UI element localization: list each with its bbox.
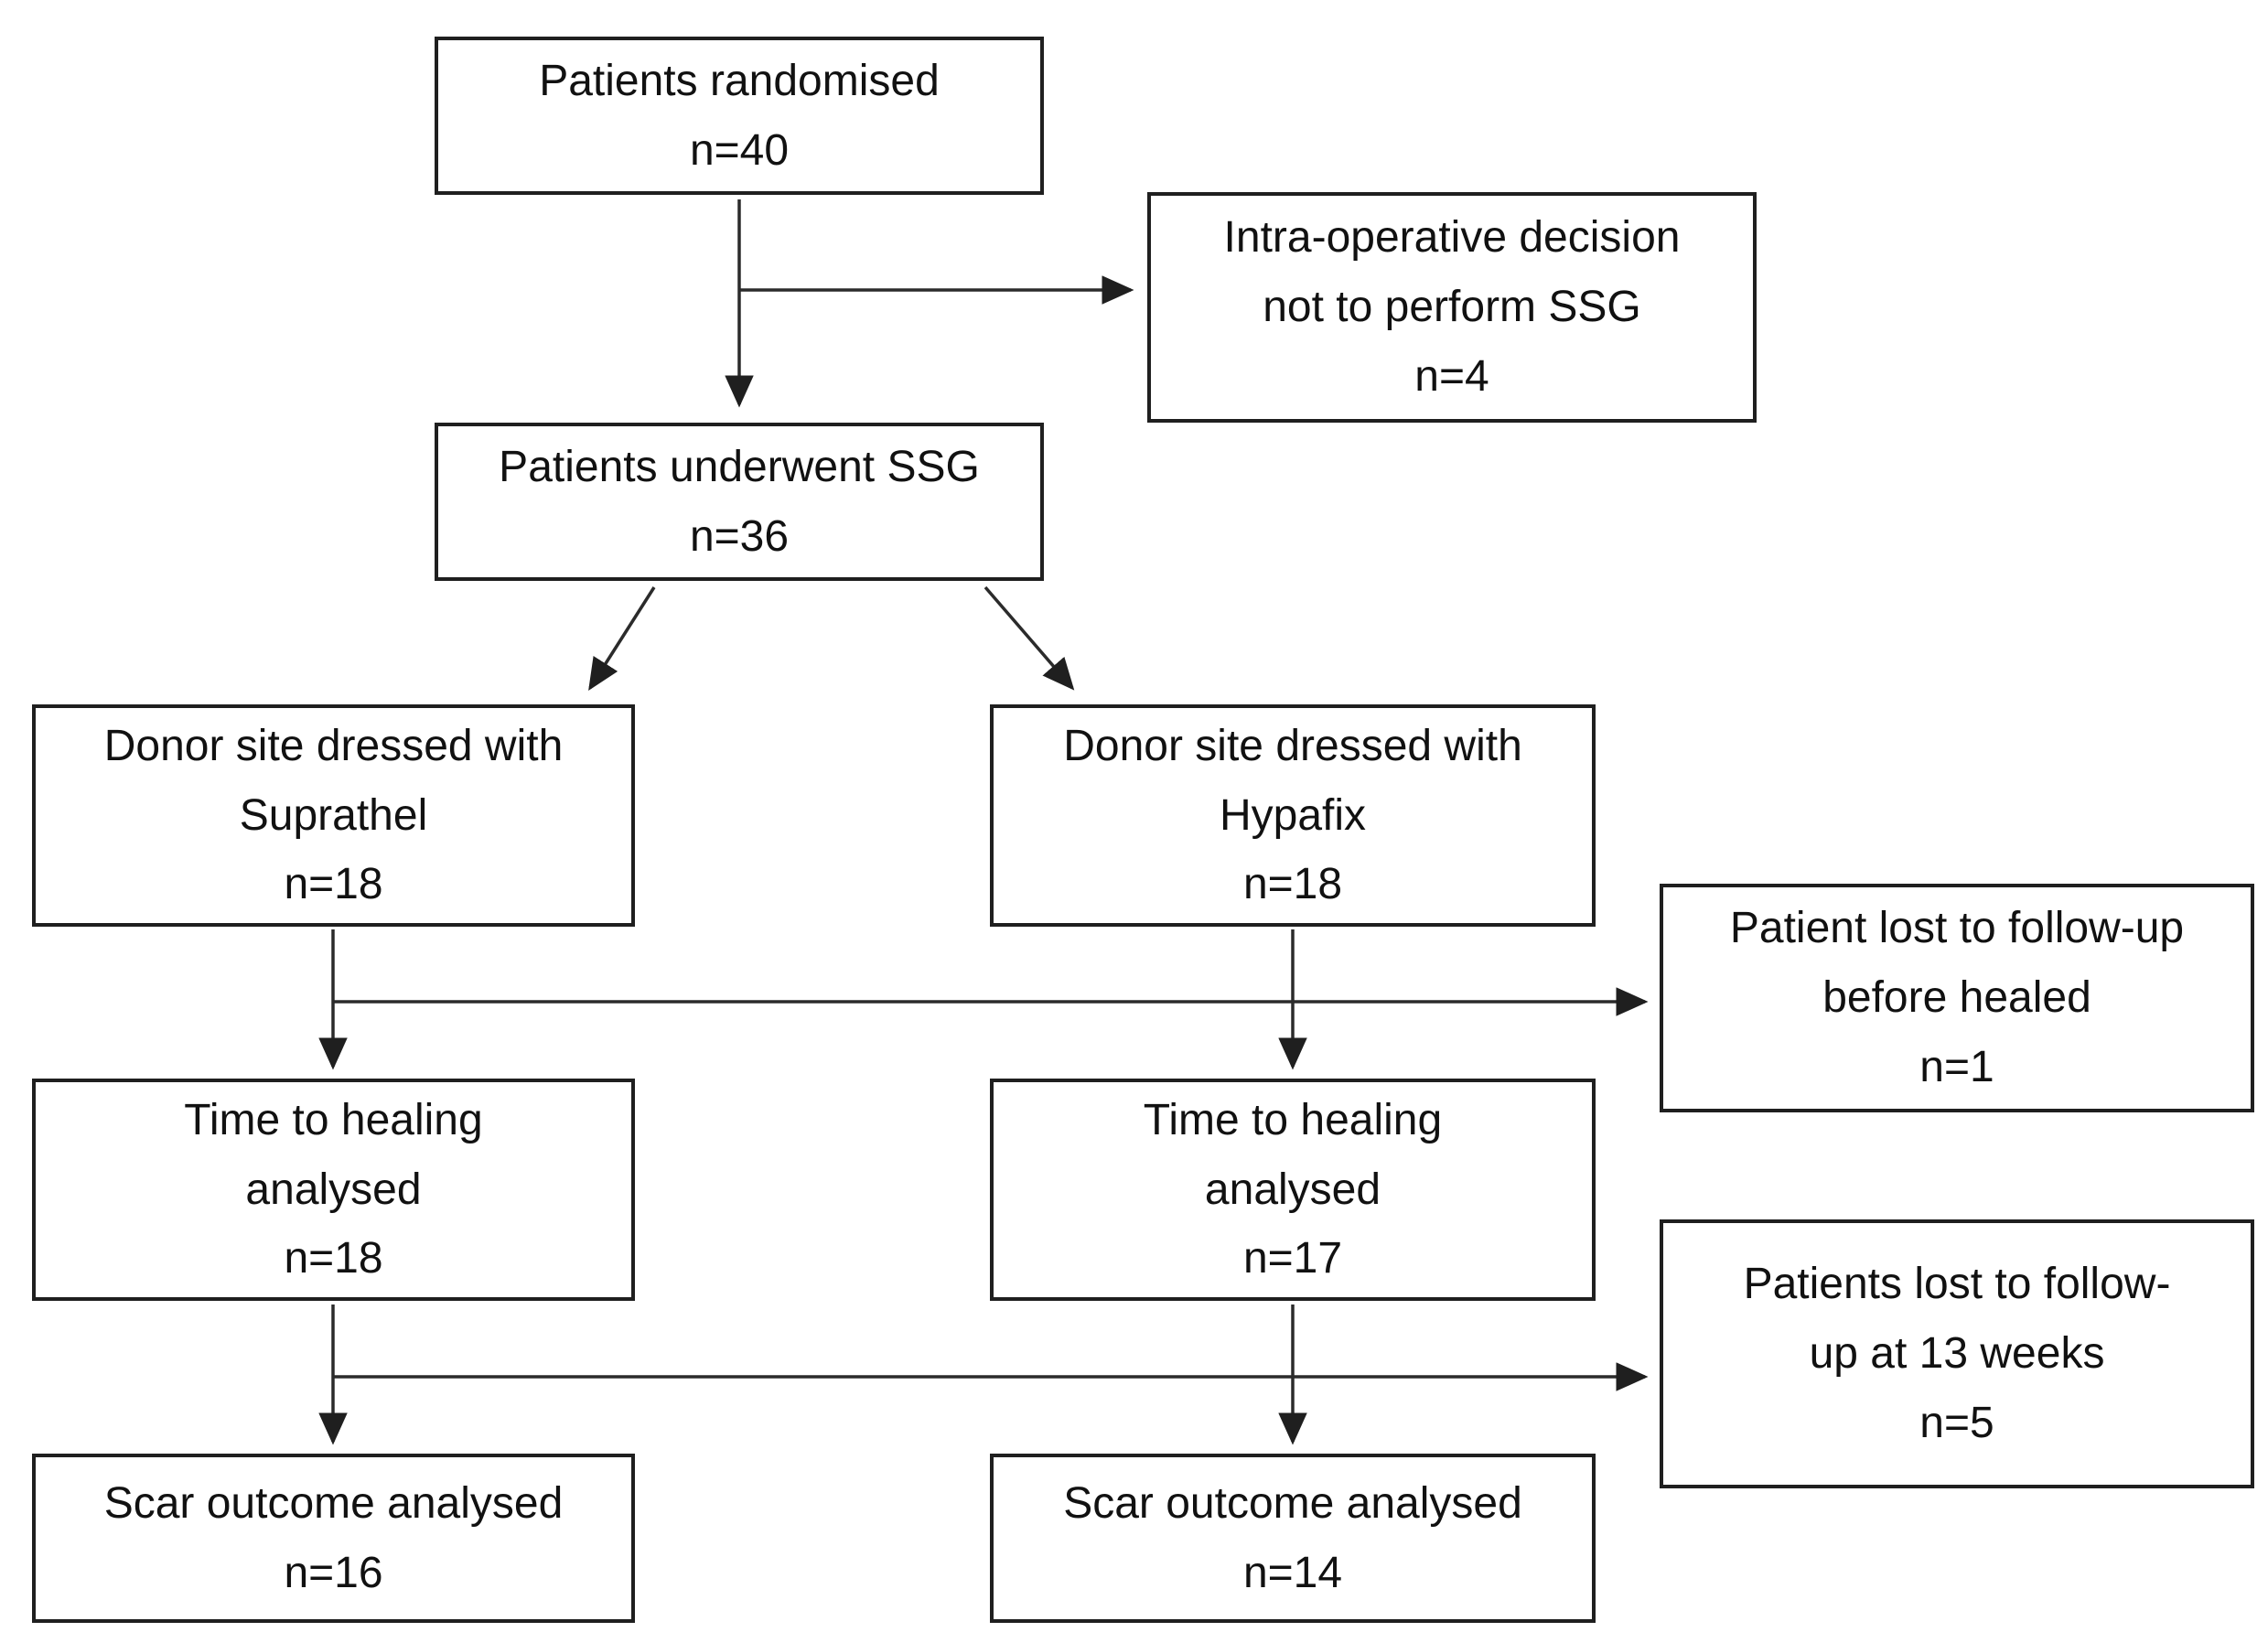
node-time-to-healing-suprathel: Time to healing analysed n=18 [32, 1079, 635, 1301]
node-label-line: Time to healing [184, 1095, 483, 1144]
node-label-line: Patients randomised [539, 56, 940, 105]
node-label-line: Intra-operative decision [1223, 213, 1681, 263]
node-count: n=16 [284, 1548, 383, 1597]
node-label-line: Time to healing [1143, 1095, 1443, 1144]
node-label-line: Patients lost to follow- [1743, 1260, 2171, 1309]
node-intraoperative-decision: Intra-operative decision not to perform … [1147, 192, 1757, 423]
node-count: n=14 [1242, 1548, 1343, 1597]
node-label-line: Scar outcome analysed [1063, 1478, 1522, 1528]
node-count: n=36 [689, 511, 790, 561]
node-patients-underwent-ssg: Patients underwent SSG n=36 [435, 423, 1044, 581]
node-label-line: Suprathel [239, 790, 428, 840]
node-label-line: Patients underwent SSG [499, 442, 980, 491]
node-lost-at-13-weeks: Patients lost to follow- up at 13 weeks … [1660, 1219, 2254, 1488]
node-count: n=5 [1919, 1398, 1994, 1447]
node-scar-outcome-hypafix: Scar outcome analysed n=14 [990, 1454, 1596, 1623]
arrow-underwent-to-hypafix [984, 585, 1075, 691]
node-label-line: analysed [245, 1165, 422, 1214]
node-donor-site-suprathel: Donor site dressed with Suprathel n=18 [32, 704, 635, 927]
node-label-line: not to perform SSG [1263, 283, 1641, 332]
node-patients-randomised: Patients randomised n=40 [435, 37, 1044, 195]
node-label-line: Donor site dressed with [103, 721, 564, 770]
node-lost-before-healed: Patient lost to follow-up before healed … [1660, 884, 2254, 1112]
node-count: n=18 [284, 860, 383, 909]
node-label-line: analysed [1204, 1165, 1381, 1214]
node-count: n=17 [1242, 1234, 1343, 1283]
node-label-line: Patient lost to follow-up [1729, 904, 2185, 953]
node-count: n=4 [1414, 351, 1489, 401]
node-label-line: Hypafix [1219, 790, 1367, 840]
node-count: n=18 [284, 1234, 383, 1283]
node-scar-outcome-suprathel: Scar outcome analysed n=16 [32, 1454, 635, 1623]
node-time-to-healing-hypafix: Time to healing analysed n=17 [990, 1079, 1596, 1301]
node-count: n=1 [1919, 1042, 1994, 1091]
node-count: n=40 [689, 125, 790, 175]
arrow-underwent-to-suprathel [588, 586, 656, 691]
node-label-line: up at 13 weeks [1809, 1329, 2105, 1379]
node-count: n=18 [1242, 860, 1343, 909]
node-donor-site-hypafix: Donor site dressed with Hypafix n=18 [990, 704, 1596, 927]
node-label-line: Donor site dressed with [1063, 721, 1522, 770]
node-label-line: before healed [1822, 973, 2091, 1023]
node-label-line: Scar outcome analysed [103, 1478, 564, 1528]
